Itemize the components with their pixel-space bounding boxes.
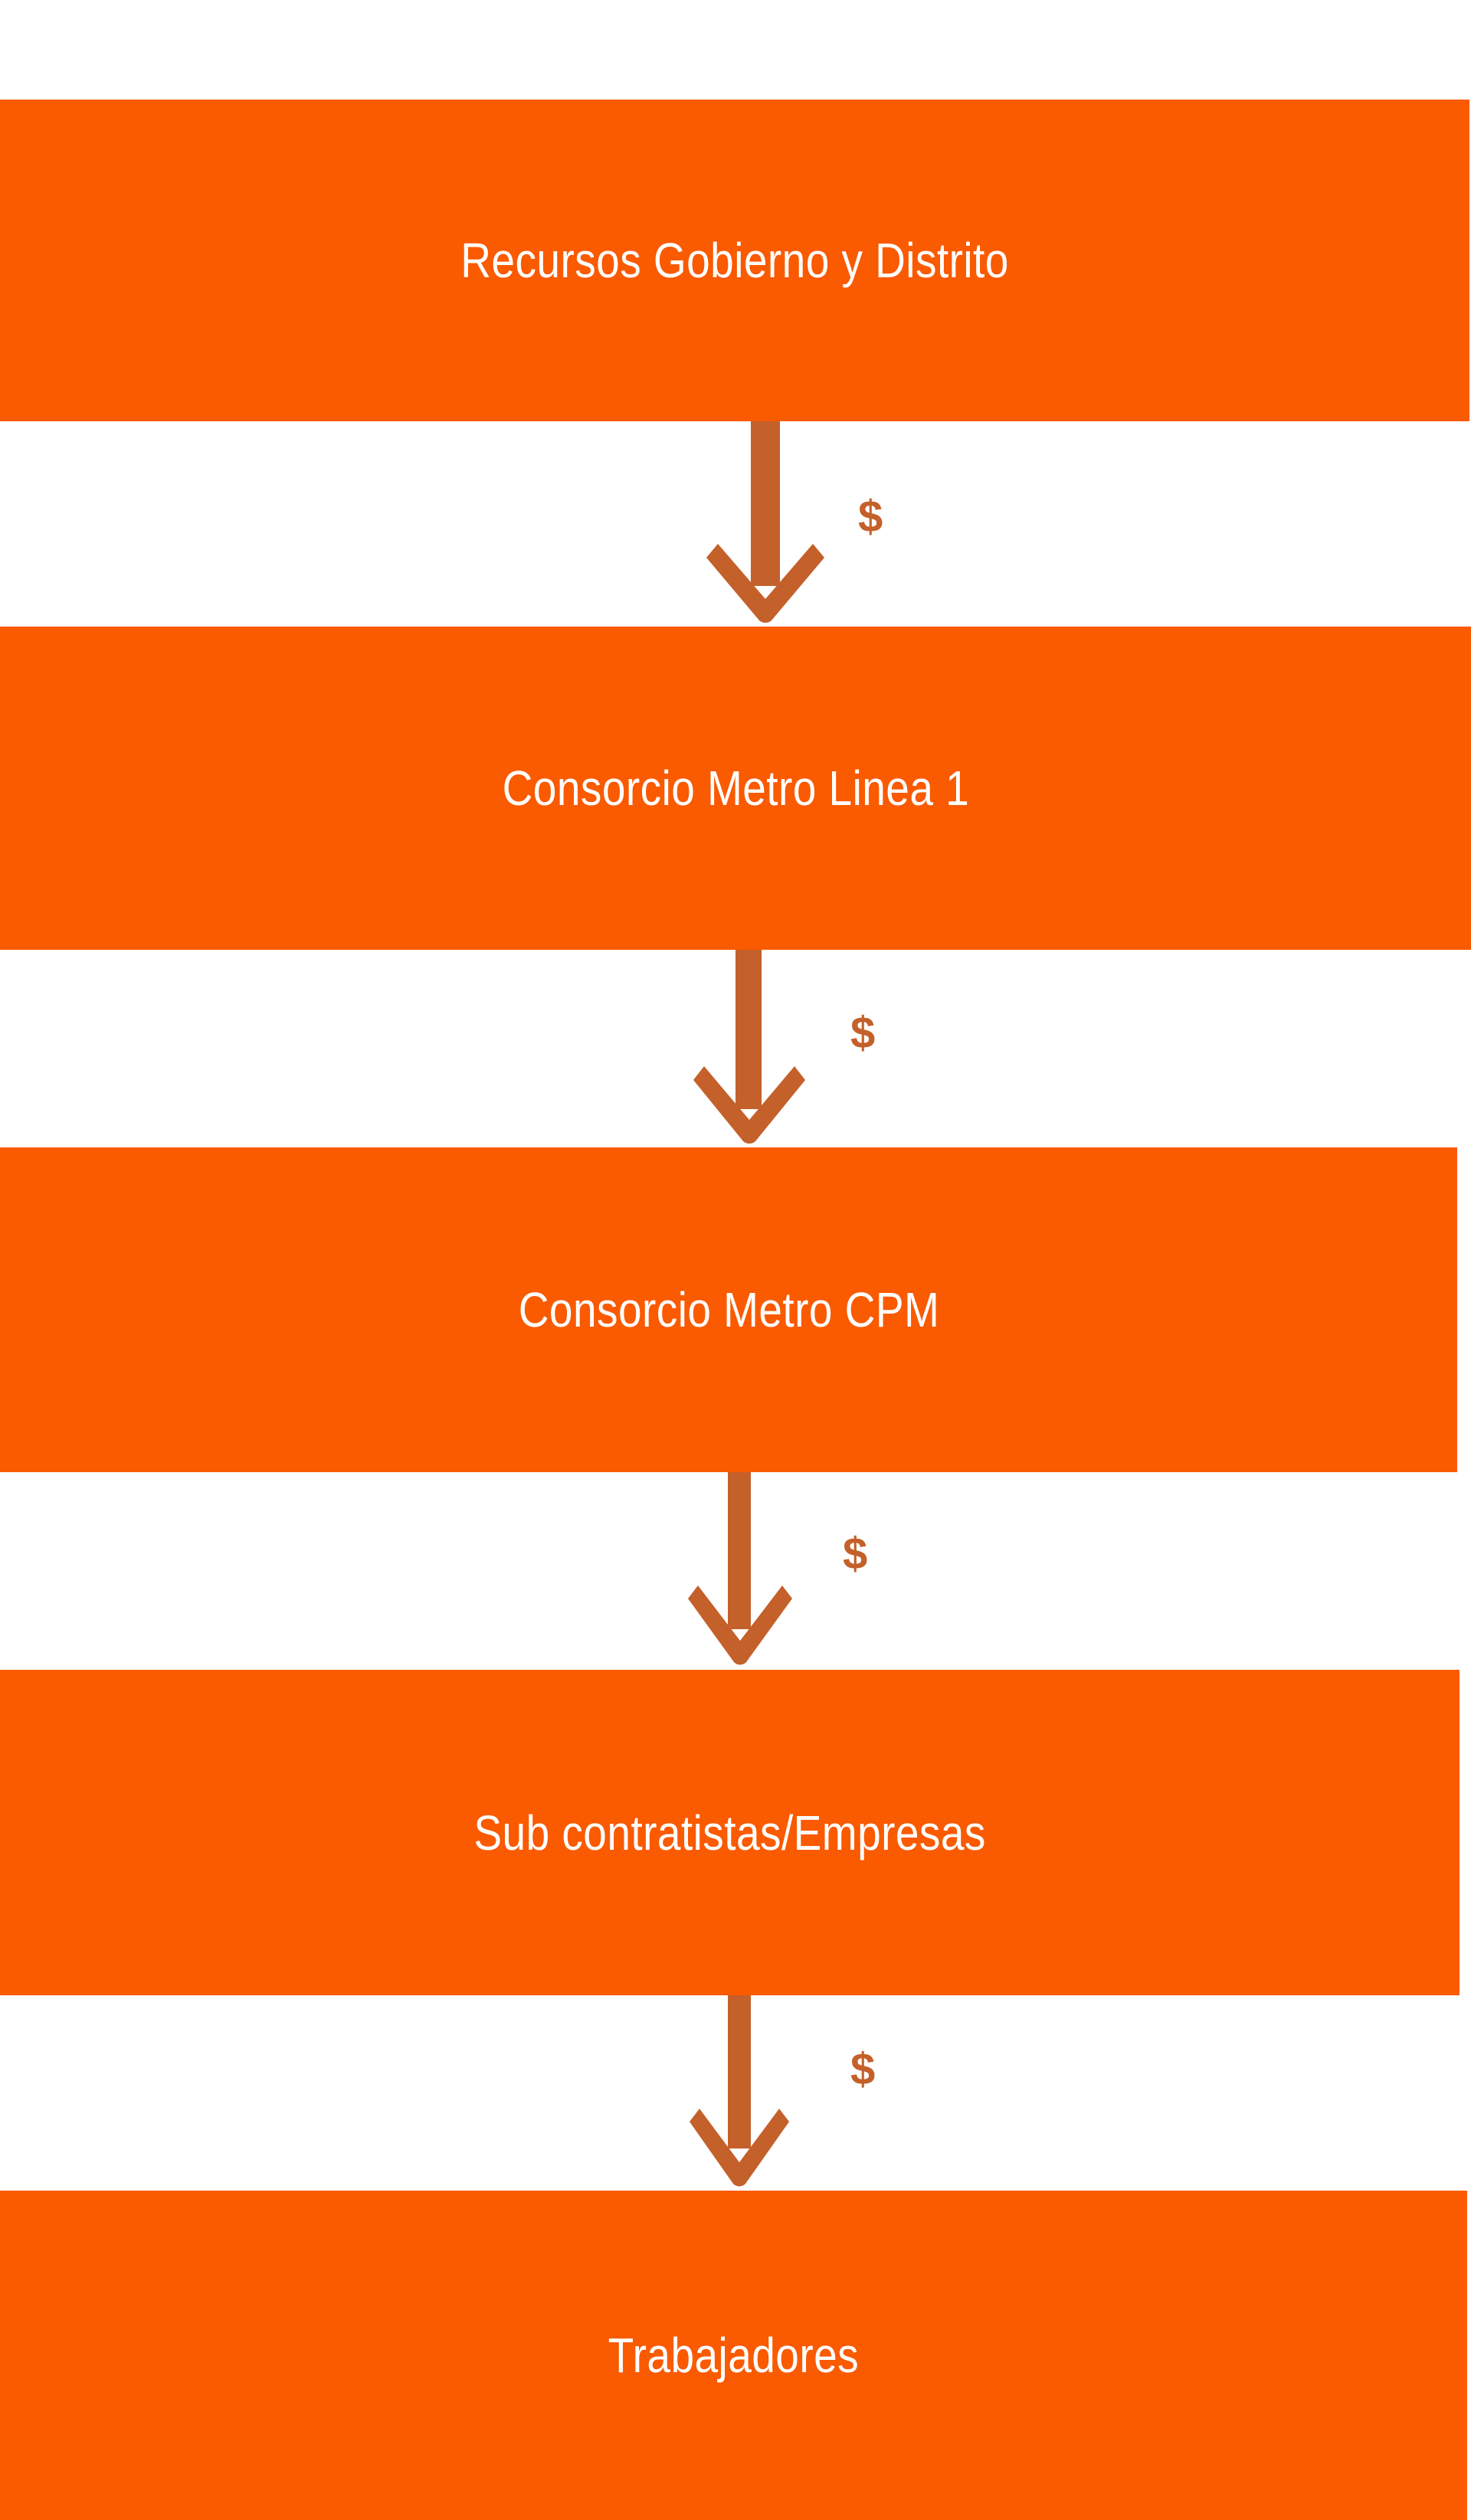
down-arrow-icon bbox=[706, 544, 824, 627]
flow-edge-recursos-to-consorcio-linea1: $ bbox=[0, 421, 1471, 627]
flow-node-label: Recursos Gobierno y Distrito bbox=[460, 233, 1009, 288]
flow-node-sub-contratistas-empresas[interactable]: Sub contratistas/Empresas bbox=[0, 1670, 1460, 1995]
flow-node-consorcio-metro-cpm[interactable]: Consorcio Metro CPM bbox=[0, 1147, 1457, 1472]
down-arrow-icon bbox=[688, 1586, 792, 1668]
arrow-shaft bbox=[728, 1472, 751, 1629]
flow-node-label: Consorcio Metro CPM bbox=[518, 1282, 939, 1337]
arrow-shaft bbox=[751, 421, 780, 586]
flow-node-recursos-gobierno-y-distrito[interactable]: Recursos Gobierno y Distrito bbox=[0, 100, 1469, 421]
flow-edge-subcontratistas-to-trabajadores: $ bbox=[0, 1995, 1471, 2191]
arrow-shaft bbox=[736, 950, 762, 1109]
flow-node-label: Sub contratistas/Empresas bbox=[473, 1805, 986, 1861]
down-arrow-icon bbox=[693, 1066, 805, 1147]
edge-money-label: $ bbox=[850, 2044, 876, 2094]
flow-edge-cpm-to-subcontratistas: $ bbox=[0, 1472, 1471, 1670]
flow-node-consorcio-metro-linea-1[interactable]: Consorcio Metro Linea 1 bbox=[0, 627, 1471, 950]
flow-edge-consorcio-linea1-to-cpm: $ bbox=[0, 950, 1471, 1147]
edge-money-label: $ bbox=[843, 1529, 868, 1579]
down-arrow-icon bbox=[690, 2109, 789, 2190]
flow-node-trabajadores[interactable]: Trabajadores bbox=[0, 2191, 1467, 2520]
flow-node-label: Consorcio Metro Linea 1 bbox=[502, 761, 969, 816]
edge-money-label: $ bbox=[850, 1008, 876, 1058]
edge-money-label: $ bbox=[858, 492, 883, 542]
arrow-shaft bbox=[728, 1995, 751, 2149]
flow-node-label: Trabajadores bbox=[608, 2328, 860, 2383]
